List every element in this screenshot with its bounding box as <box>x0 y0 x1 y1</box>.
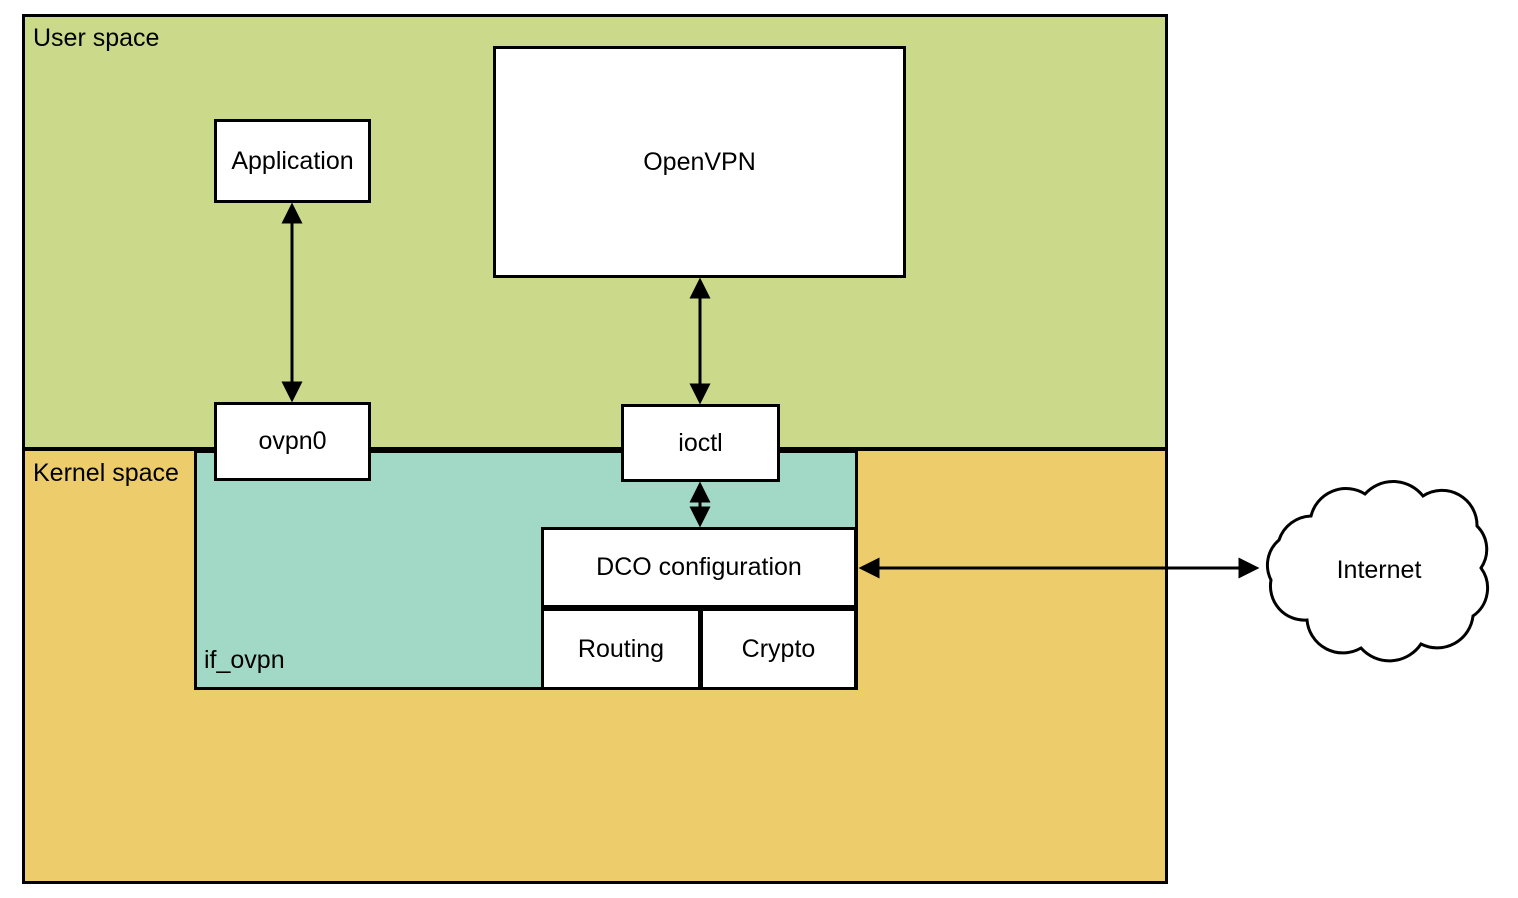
node-dco-configuration-label: DCO configuration <box>596 553 802 581</box>
node-dco-configuration[interactable]: DCO configuration <box>541 527 857 608</box>
node-ovpn0-label: ovpn0 <box>258 427 327 455</box>
node-routing[interactable]: Routing <box>541 608 701 690</box>
node-internet[interactable] <box>1245 468 1513 670</box>
node-ioctl-label: ioctl <box>678 428 723 457</box>
node-crypto-label: Crypto <box>741 634 816 663</box>
region-label-kernel-space: Kernel space <box>33 459 179 487</box>
cloud-icon <box>1266 480 1490 663</box>
node-application-label: Application <box>231 146 354 175</box>
node-crypto[interactable]: Crypto <box>700 608 857 690</box>
region-label-user-space: User space <box>33 24 160 52</box>
node-application[interactable]: Application <box>214 119 371 203</box>
node-ovpn0[interactable]: ovpn0 <box>214 402 371 481</box>
node-openvpn[interactable]: OpenVPN <box>493 46 906 278</box>
node-routing-label: Routing <box>577 634 665 663</box>
node-internet-label: Internet <box>1336 556 1422 584</box>
node-ioctl[interactable]: ioctl <box>621 404 780 482</box>
node-openvpn-label: OpenVPN <box>643 147 756 176</box>
region-label-if-ovpn: if_ovpn <box>204 646 285 674</box>
